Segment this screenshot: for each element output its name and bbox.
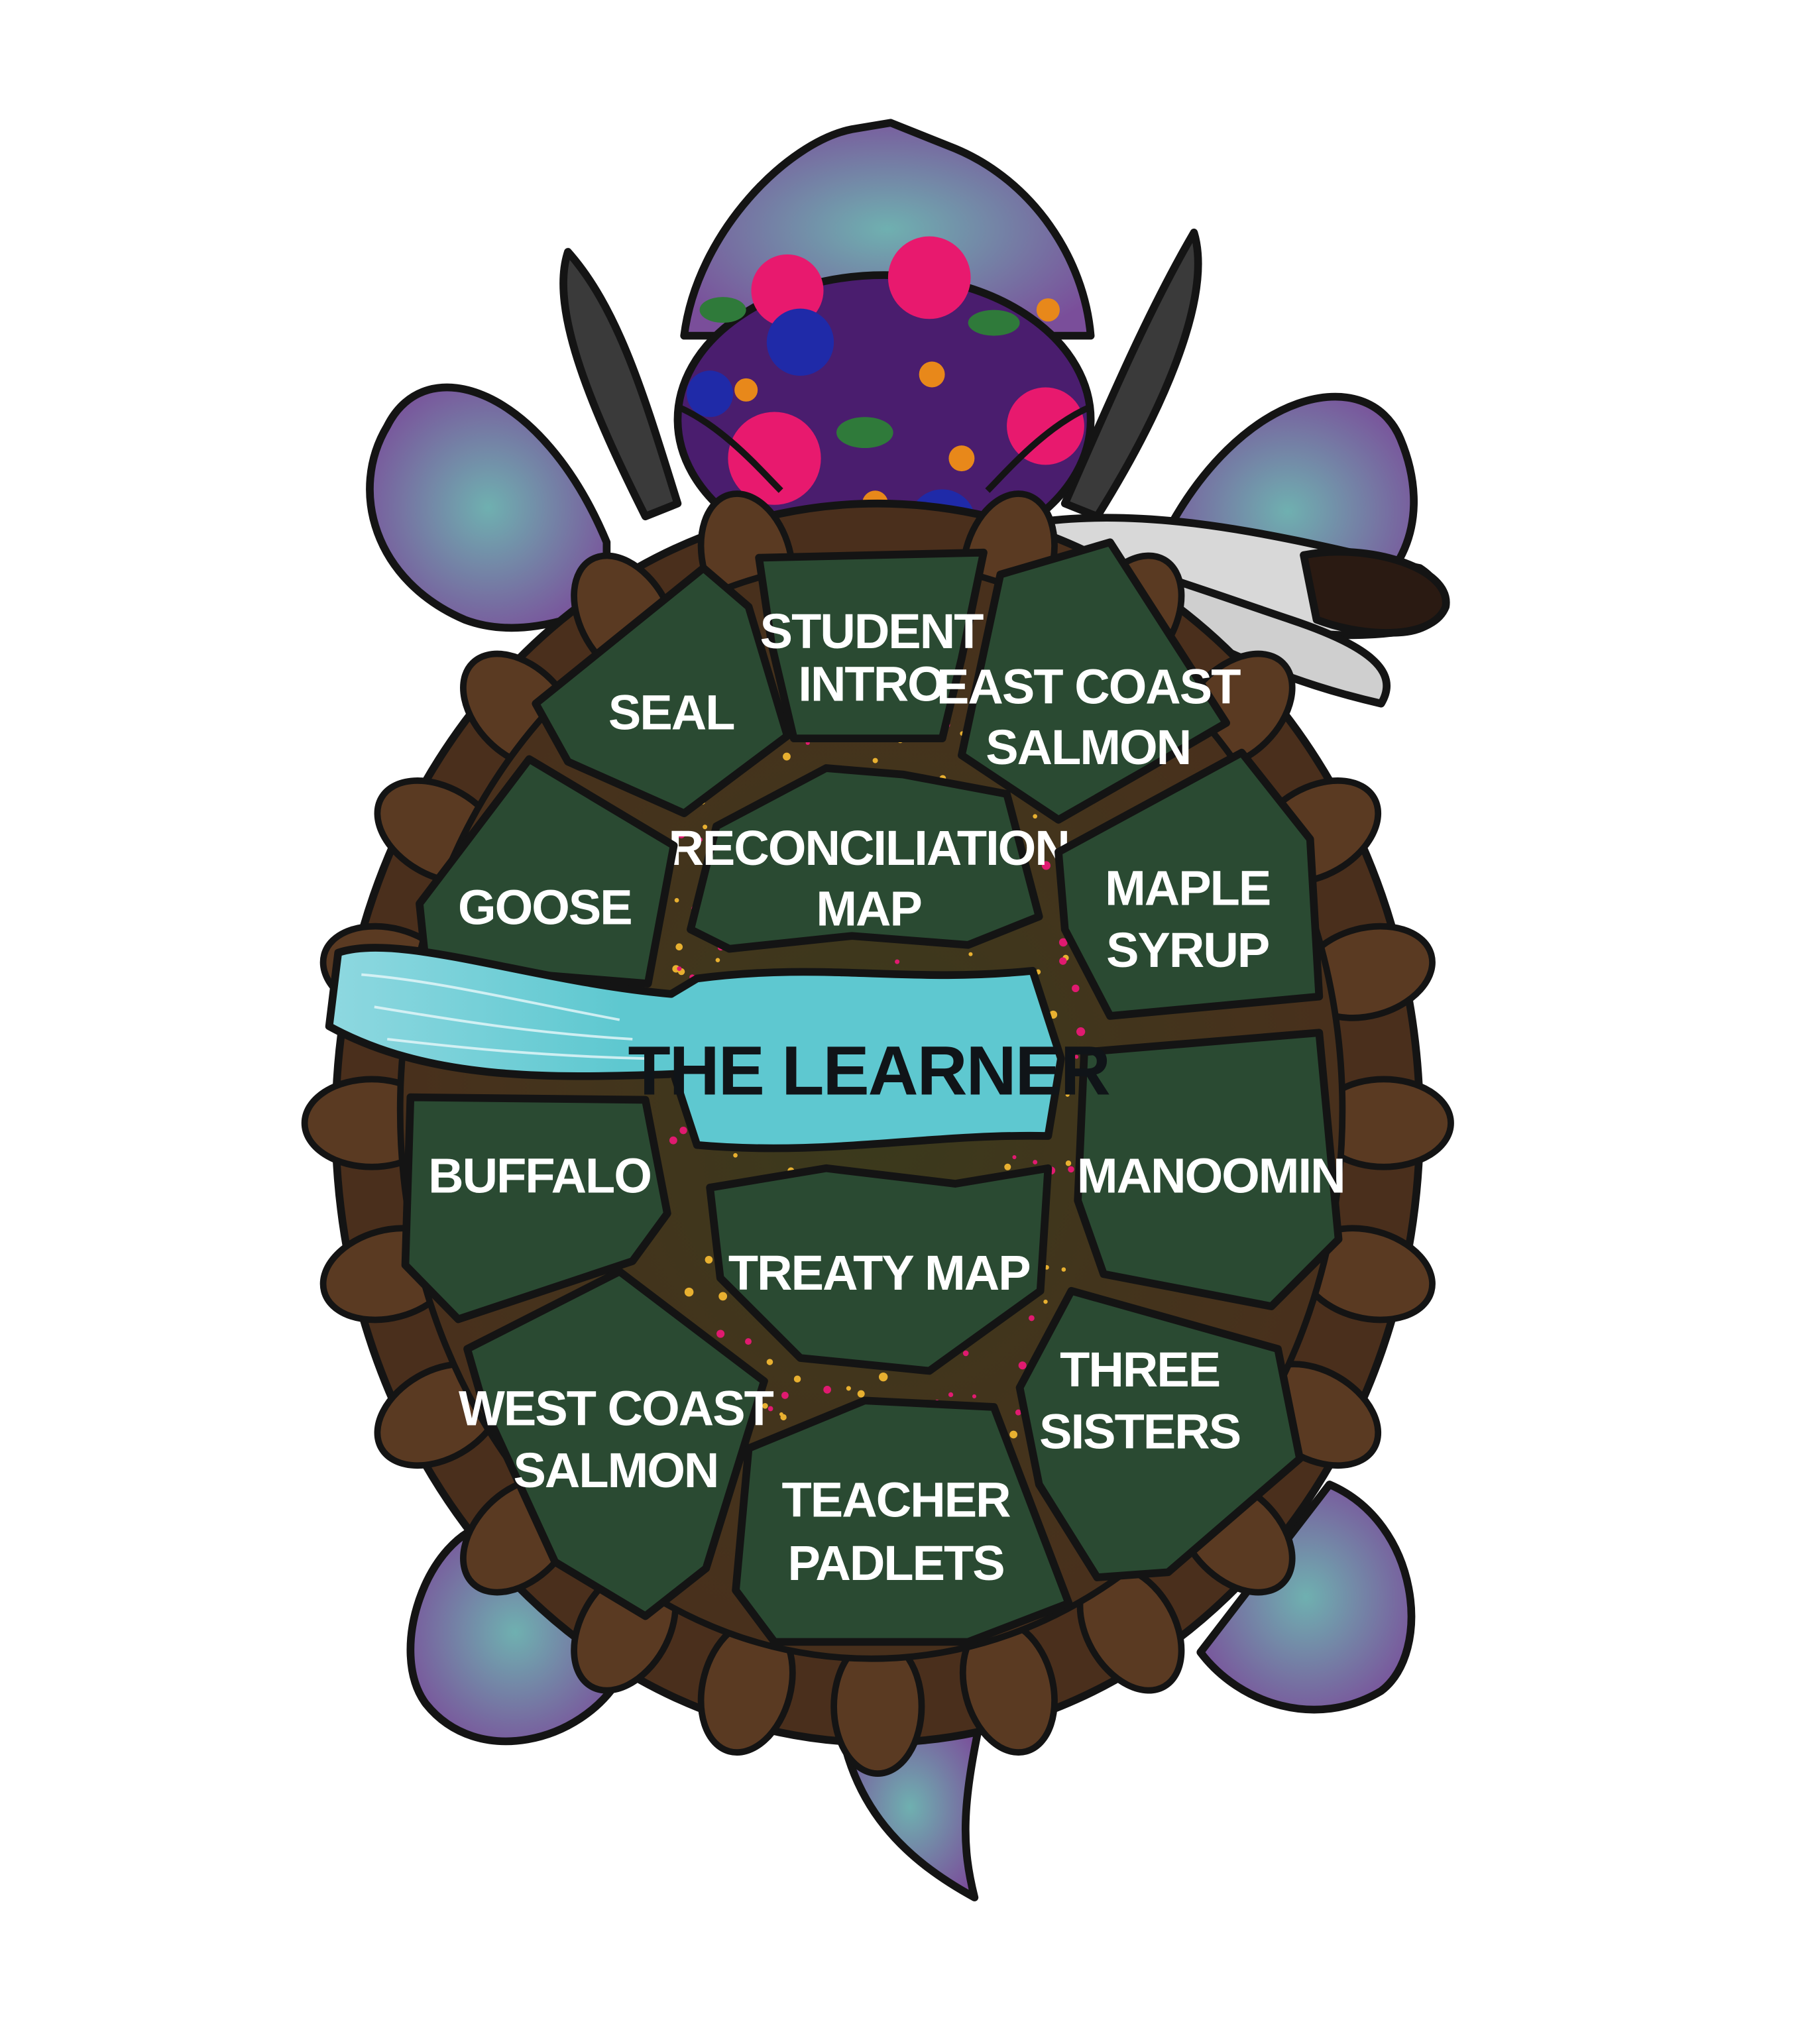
right-eye-icon [985,404,1092,493]
shell-dot [1061,1267,1066,1272]
section-west-coast-salmon[interactable]: WEST COAST SALMON [459,1267,775,1620]
back-right-flipper [1196,1481,1416,1714]
shell-dot [1029,1315,1035,1322]
shell-dot [783,752,791,761]
shell-dot [766,1359,773,1365]
section-seal[interactable]: SEAL [532,564,791,818]
section-three-sisters[interactable]: THREE SISTERS [1015,1286,1304,1581]
shell-dot [1012,1155,1017,1160]
shell-dot [715,958,720,963]
section-maple-syrup[interactable]: MAPLE SYRUP [1054,748,1324,1020]
section-buffalo[interactable]: BUFFALO [401,1093,671,1324]
section-label[interactable]: MAP [816,881,923,936]
shell-dot [1015,1409,1021,1416]
floral-pattern [687,236,1084,557]
shell-dot [705,1255,713,1264]
section-label[interactable]: SEAL [608,685,736,740]
section-label[interactable]: MANOOMIN [1077,1149,1346,1204]
shell-dot [669,1136,677,1145]
shell-dot [823,1385,831,1394]
section-label[interactable]: INTRO [798,657,945,712]
shell-dot [1009,1430,1018,1439]
shell-dot [846,1386,851,1391]
shell-dot [1033,814,1038,819]
shell-dot [733,1153,738,1158]
shell-dot [857,1390,865,1398]
shell-dot [768,1406,773,1412]
shell-dot [675,943,683,951]
section-label[interactable]: TEACHER [782,1473,1012,1528]
section-label[interactable]: MAPLE [1105,860,1271,915]
shell-dot [674,898,679,903]
shell-dot [1076,1027,1086,1037]
section-student-intro[interactable]: STUDENT INTRO [755,548,988,743]
shell-dot [968,952,973,956]
right-braid-feather-icon [1060,228,1202,521]
water-ripples [361,973,646,1060]
eagle-feather-tip [1300,547,1450,637]
back-left-flipper [406,1519,624,1746]
shell-dot [781,1391,789,1399]
section-manoomin[interactable]: MANOOMIN [1074,1029,1346,1310]
section-the-learner[interactable]: THE LEARNER [325,944,1111,1153]
section-label[interactable]: PADLETS [787,1536,1005,1591]
section-label[interactable]: TREATY MAP [728,1245,1031,1300]
section-label[interactable]: RECONCILIATION [668,820,1070,875]
shell-dot [780,1414,787,1421]
front-left-flipper [366,383,611,632]
section-teacher-padlets[interactable]: TEACHER PADLETS [732,1396,1073,1646]
shell-dot [1041,861,1051,870]
shell-dot [1059,957,1067,965]
section-label[interactable]: THREE [1060,1342,1221,1397]
section-treaty-map[interactable]: TREATY MAP [706,1164,1052,1375]
head [673,119,1095,569]
section-label[interactable]: SALMON [513,1443,719,1498]
section-label[interactable]: SALMON [986,720,1192,775]
shell-dot [948,1392,954,1398]
shell-dot [1072,984,1080,993]
shell-dot [895,959,900,964]
shell-dot [718,1292,728,1301]
shell-dot [1068,1166,1074,1173]
shell-dot [879,1372,888,1382]
shell-dot [1018,1361,1027,1370]
shell-dot [962,1350,969,1357]
left-eye-icon [676,404,783,493]
section-east-coast-salmon[interactable]: EAST COAST SALMON [937,538,1242,824]
section-label[interactable]: SYRUP [1106,923,1270,978]
shell-dot [872,758,878,763]
shell-dot [1043,1299,1048,1304]
shell-dot [1074,1054,1079,1059]
shell-dot [677,830,685,838]
shell-dot [1058,938,1068,947]
shell-dot [972,1394,977,1399]
shell-dot [745,1338,752,1345]
shell-dot [1004,1163,1011,1170]
section-label[interactable]: SISTERS [1039,1404,1241,1459]
left-braid-feather-icon [559,248,682,521]
section-label[interactable]: STUDENT [760,604,986,659]
the-learner-label[interactable]: THE LEARNER [628,1033,1110,1110]
shell-dot [762,1402,768,1409]
shell-dot [793,1375,801,1383]
section-reconciliation-map[interactable]: RECONCILIATION MAP [668,764,1070,953]
section-label[interactable]: WEST COAST [459,1380,775,1436]
shell-dot [716,1329,725,1338]
shell-dot [1065,1160,1072,1166]
shell-dot [679,1127,687,1135]
shell-dot [698,837,703,842]
section-label[interactable]: BUFFALO [428,1149,652,1204]
shell-dot [684,1287,694,1297]
section-label[interactable]: EAST COAST [937,659,1242,714]
shell-dot [677,966,682,972]
shell-dot [703,824,708,830]
section-label[interactable]: GOOSE [458,880,633,935]
shell-dot [1065,1092,1070,1097]
shell-dot [1033,1160,1038,1165]
